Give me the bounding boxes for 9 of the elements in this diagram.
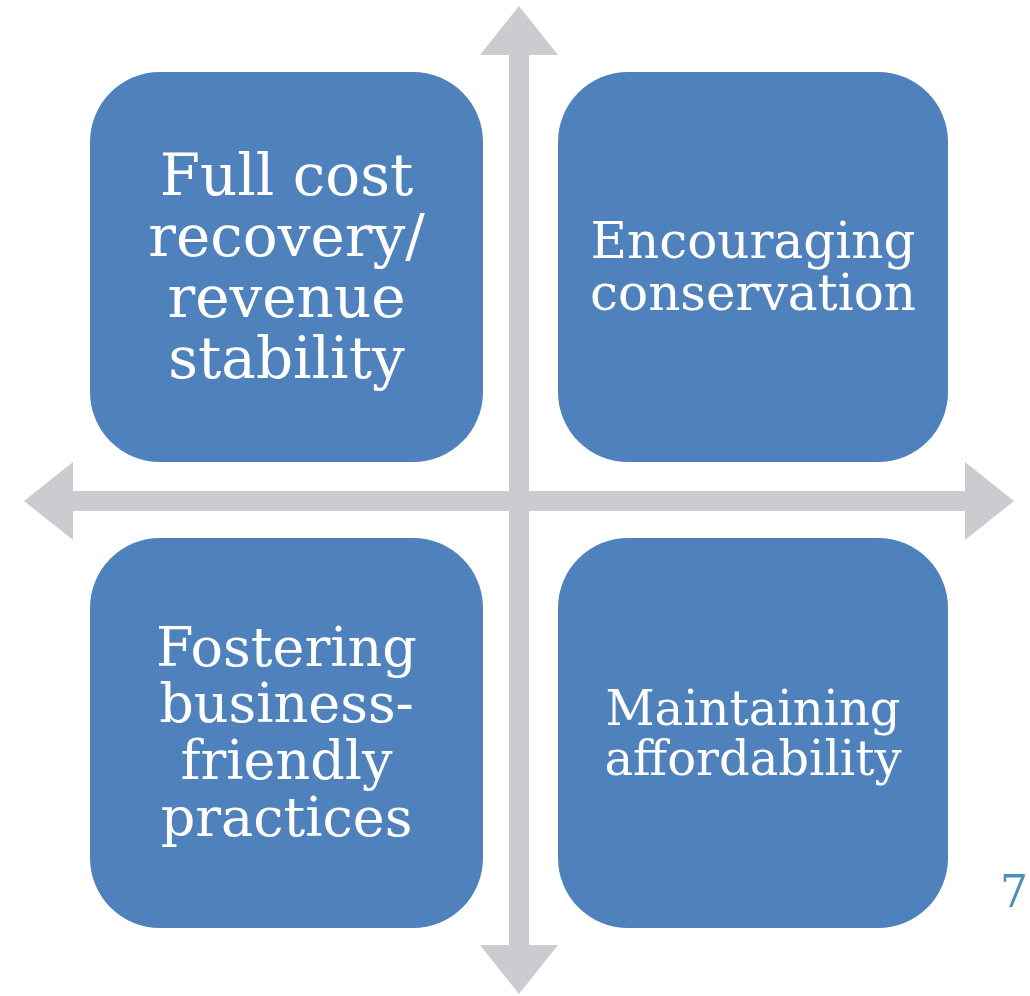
page-number: 7 xyxy=(1000,866,1028,917)
quadrant-box xyxy=(558,538,948,928)
quadrant-text: Maintaining affordability xyxy=(603,682,903,784)
quadrant-text: Fostering business-friendly practices xyxy=(155,619,418,847)
quadrant-box xyxy=(90,538,483,928)
quadrant-box xyxy=(558,72,948,462)
quadrant-box xyxy=(90,72,483,462)
quadrant-text: Encouraging conservation xyxy=(589,214,917,320)
quadrant-text: Full cost recovery/ revenue stability xyxy=(147,145,426,389)
